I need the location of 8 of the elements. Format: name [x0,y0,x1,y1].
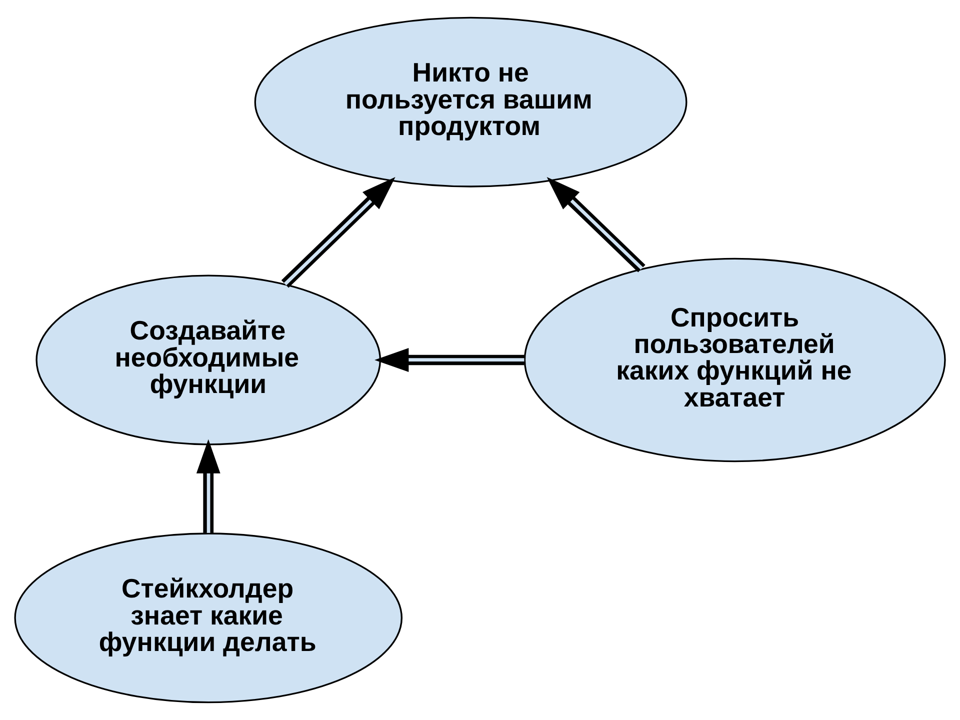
arrow [374,348,524,372]
arrow [546,177,646,272]
arrow [281,176,396,288]
node-ellipse: Создавайте необходимые функции [36,274,382,446]
node-ellipse: Спросить пользователей каких функций не хватает [524,258,946,462]
node-ellipse: Стейкхолдер знает какие функции делать [14,532,403,704]
arrow [196,439,220,533]
node-ellipse: Никто не пользуется вашим продуктом [254,16,688,188]
